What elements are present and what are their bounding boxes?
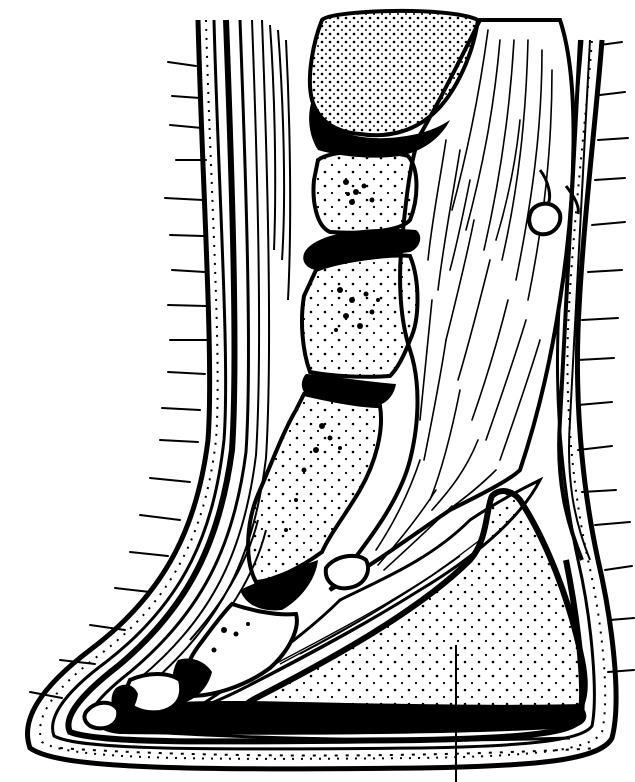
right-hair-strokes — [578, 42, 634, 672]
ergot-nodule — [529, 204, 560, 235]
navicular-bone — [326, 556, 368, 588]
long-pastern-bone — [302, 256, 418, 377]
toe-tip — [84, 703, 118, 729]
proximal-sesamoid-bone — [314, 151, 417, 233]
